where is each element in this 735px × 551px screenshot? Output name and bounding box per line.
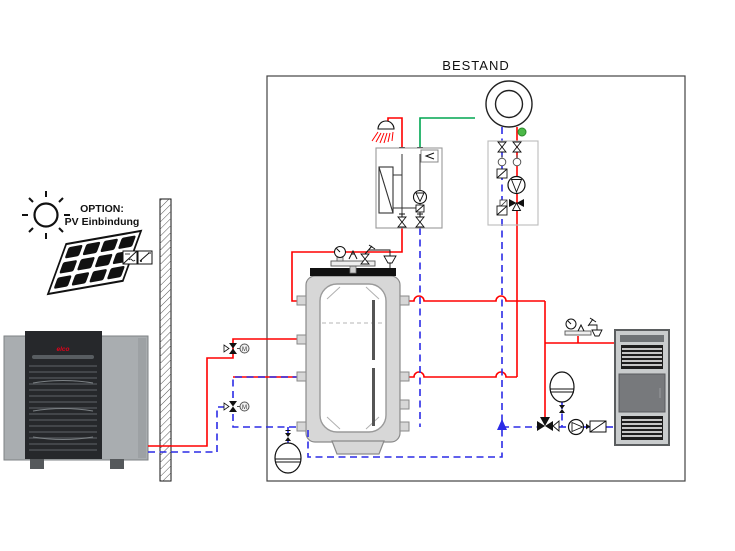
tank-port <box>296 334 307 345</box>
supply-lines <box>148 117 616 447</box>
heat-pump-foot-left <box>30 459 44 469</box>
right-heating-circuit <box>537 317 607 436</box>
inverter-icon <box>122 250 138 265</box>
fresh-water-station <box>371 120 443 229</box>
air-handler-unit <box>614 329 670 446</box>
return-junction-arrow <box>497 419 507 430</box>
tank-safety-group-icon <box>330 244 397 274</box>
temperature-sensor-icon <box>517 127 527 137</box>
return-valve-bottom-leg <box>232 414 300 428</box>
expansion-vessel-icon <box>549 371 575 413</box>
check-valve-icon <box>496 205 508 216</box>
check-valve-icon <box>496 168 508 179</box>
tank-port <box>296 371 307 382</box>
expansion-vessel-icon <box>274 430 302 474</box>
cold-water-line <box>419 117 475 152</box>
tank-port <box>399 421 410 432</box>
heat-pump-foot-right <box>110 459 124 469</box>
motor-valve-supply: M <box>223 343 250 354</box>
existing-heating-circuit <box>485 80 539 226</box>
existing-system-boundary: BESTAND <box>266 58 686 482</box>
pv-option-line2: PV Einbindung <box>65 216 140 228</box>
tank-port <box>399 399 410 410</box>
hp-return-pipe <box>148 406 229 453</box>
tank-mid-supply-pipe <box>406 371 517 378</box>
air-vent-icon <box>348 249 358 260</box>
motor-label: M <box>242 347 247 353</box>
heat-pump-unit: elco <box>3 331 149 469</box>
station-drain-valve-icon <box>415 213 425 228</box>
safety-valve-icon <box>587 317 598 330</box>
station-pump-icon <box>412 189 428 205</box>
tank-port <box>296 295 307 306</box>
tank-port <box>296 421 307 432</box>
tank-port <box>399 371 410 382</box>
air-handler-panel <box>618 373 666 413</box>
shower-supply-pipe <box>387 117 403 152</box>
shutoff-valve-icon <box>497 141 522 153</box>
station-drain-valve-icon <box>397 213 407 228</box>
station-controller-icon <box>420 149 439 163</box>
return-valve-top-leg <box>232 376 300 398</box>
thermometer-icon <box>497 155 522 167</box>
circulation-pump-icon <box>507 175 526 195</box>
hp-supply-pipe <box>148 338 300 447</box>
pv-option-label: OPTION: PV Einbindung <box>65 203 140 228</box>
discharge-funnel-icon <box>369 249 397 268</box>
stratifier-pipe <box>372 300 375 360</box>
tank-skirt <box>331 440 385 455</box>
three-way-valve-icon <box>537 417 560 432</box>
air-vent-icon <box>577 323 585 332</box>
stratifier-pipe <box>372 368 375 426</box>
plate-heat-exchanger-icon <box>378 166 394 214</box>
pressure-gauge-icon <box>334 246 346 262</box>
pv-panel-icon <box>46 229 143 296</box>
check-valve-icon <box>586 420 607 433</box>
pv-option-line1: OPTION: <box>80 203 124 215</box>
shower-icon <box>371 120 395 144</box>
motor-valve-return: M <box>223 401 250 412</box>
heat-pump-brand-logo: elco <box>56 346 69 353</box>
safety-group-icon <box>564 317 603 337</box>
air-grille-bottom <box>621 416 663 440</box>
sun-icon <box>22 191 70 239</box>
mixing-valve-icon <box>499 199 524 211</box>
vessel-valve-icon <box>559 405 565 413</box>
dhw-loop-pipe <box>291 228 403 302</box>
discharge-funnel-icon <box>591 329 603 337</box>
buffer-tank <box>296 244 410 455</box>
switch-icon <box>137 250 153 265</box>
tank-top-supply-pipe <box>406 295 545 302</box>
bestand-label: BESTAND <box>442 58 509 73</box>
air-grille-top <box>621 345 663 369</box>
safety-valve-icon <box>360 244 376 265</box>
vessel-valve-icon <box>285 430 291 441</box>
station-check-valve-icon <box>415 204 425 213</box>
under-tank-return <box>307 430 503 458</box>
wall <box>159 198 172 482</box>
circulation-pump-icon <box>567 418 585 436</box>
motor-label: M <box>242 405 247 411</box>
tank-port <box>399 295 410 306</box>
heating-circuit-icon <box>485 80 533 128</box>
